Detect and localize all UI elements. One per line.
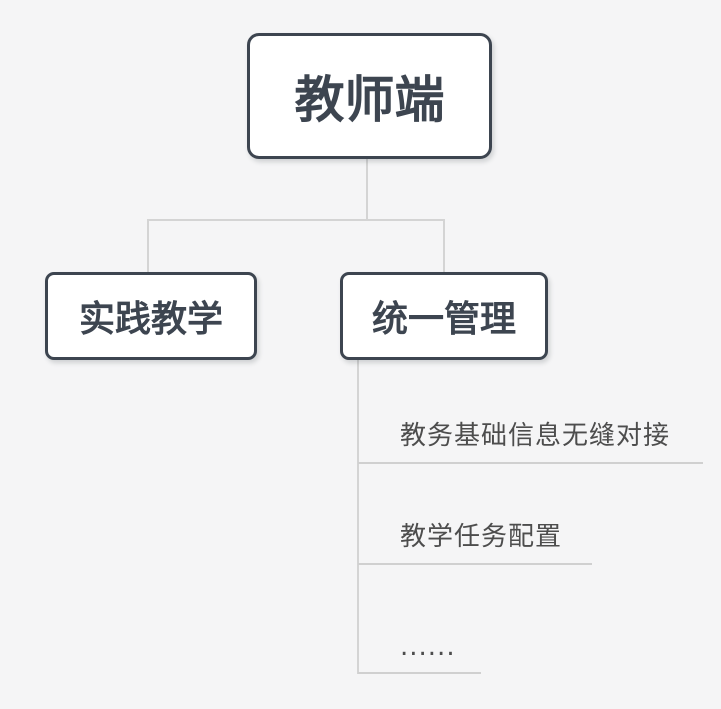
connector-drop-right-child xyxy=(443,221,445,272)
connector-drop-left-child xyxy=(147,221,149,272)
node-teacher-side-label: 教师端 xyxy=(294,71,445,129)
connector-root-vertical xyxy=(366,159,368,221)
leaf-academic-info-integration[interactable]: 教务基础信息无缝对接 xyxy=(358,418,703,464)
connector-leaf-tree-vertical xyxy=(357,360,359,674)
leaf-ellipsis-more-label: ...... xyxy=(400,632,456,662)
leaf-teaching-task-config[interactable]: 教学任务配置 xyxy=(358,519,592,565)
node-practical-teaching[interactable]: 实践教学 xyxy=(45,272,257,360)
node-unified-management-label: 统一管理 xyxy=(371,299,516,340)
leaf-academic-info-integration-label: 教务基础信息无缝对接 xyxy=(400,421,671,451)
leaf-teaching-task-config-label: 教学任务配置 xyxy=(400,522,563,552)
node-practical-teaching-label: 实践教学 xyxy=(78,299,223,340)
node-unified-management[interactable]: 统一管理 xyxy=(340,272,548,360)
connector-branch-horizontal xyxy=(147,219,445,221)
leaf-ellipsis-more[interactable]: ...... xyxy=(358,628,481,674)
node-teacher-side[interactable]: 教师端 xyxy=(247,33,492,159)
